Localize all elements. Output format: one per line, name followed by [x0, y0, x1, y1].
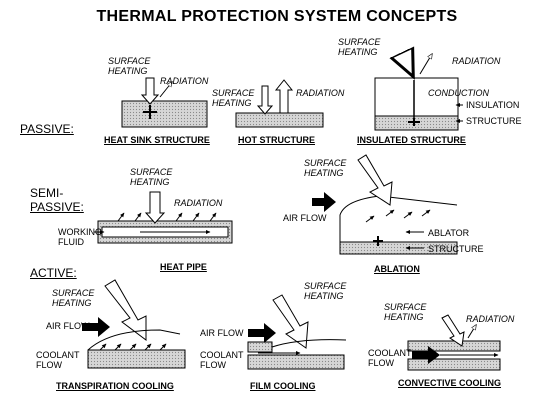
- convective-radiation-label: RADIATION: [466, 314, 515, 324]
- heat-sink-structure: [121, 77, 208, 128]
- hot-structure-caption: HOT STRUCTURE: [238, 135, 315, 145]
- insulated-surface-label-1: SURFACE: [338, 37, 381, 47]
- heating-arrow-icon: [140, 77, 160, 105]
- insulated-structure-label: STRUCTURE: [466, 116, 522, 126]
- page-title: THERMAL PROTECTION SYSTEM CONCEPTS: [96, 8, 458, 25]
- transpiration-coolant-label-1: COOLANT: [36, 350, 80, 360]
- heat-pipe-radiation-label: RADIATION: [174, 198, 223, 208]
- transpiration-surface-label-2: HEATING: [52, 298, 92, 308]
- hot-structure: [235, 79, 324, 128]
- film-coolant-label-2: FLOW: [200, 360, 226, 370]
- film-air-flow-label: AIR FLOW: [200, 328, 244, 338]
- insulated-caption: INSULATED STRUCTURE: [357, 135, 466, 145]
- insulated-insulation-label: INSULATION: [466, 100, 520, 110]
- film-surface-label-1: SURFACE: [304, 281, 347, 291]
- transpiration-cooling: [82, 279, 186, 369]
- heat-pipe: [94, 191, 233, 244]
- film-caption: FILM COOLING: [250, 381, 316, 391]
- convective-cooling: [407, 314, 501, 371]
- convective-coolant-label-2: FLOW: [368, 358, 394, 368]
- heat-pipe-fluid-label-2: FLUID: [58, 237, 85, 247]
- heat-pipe-fluid-label-1: WORKING: [58, 227, 102, 237]
- transpiration-caption: TRANSPIRATION COOLING: [56, 381, 174, 391]
- insulated-conduction-label: CONDUCTION: [428, 88, 489, 98]
- convective-caption: CONVECTIVE COOLING: [398, 378, 502, 388]
- film-cooling: [247, 294, 347, 370]
- hot-structure-radiation-label: RADIATION: [296, 88, 345, 98]
- convective-surface-label-2: HEATING: [384, 312, 424, 322]
- insulated-surface-label-2: HEATING: [338, 47, 378, 57]
- hot-structure-surface-label-1: SURFACE: [212, 88, 255, 98]
- insulated-radiation-label: RADIATION: [452, 56, 501, 66]
- ablation-caption: ABLATION: [374, 264, 420, 274]
- ablation-surface-label-1: SURFACE: [304, 158, 347, 168]
- heat-pipe-surface-label-2: HEATING: [130, 177, 170, 187]
- heat-sink-surface-label-2: HEATING: [108, 66, 148, 76]
- film-surface-label-2: HEATING: [304, 291, 344, 301]
- film-coolant-label-1: COOLANT: [200, 350, 244, 360]
- ablation: [312, 154, 458, 255]
- heat-pipe-surface-label-1: SURFACE: [130, 167, 173, 177]
- category-semi-passive-line2: PASSIVE:: [30, 200, 84, 214]
- heat-sink-surface-label-1: SURFACE: [108, 56, 151, 66]
- category-active: ACTIVE:: [30, 266, 77, 280]
- convective-surface-label-1: SURFACE: [384, 302, 427, 312]
- heat-pipe-caption: HEAT PIPE: [160, 262, 207, 272]
- heat-sink-radiation-label: RADIATION: [160, 76, 209, 86]
- air-flow-arrow-icon: [312, 192, 336, 212]
- ablation-air-flow-label: AIR FLOW: [283, 213, 327, 223]
- transpiration-surface-label-1: SURFACE: [52, 288, 95, 298]
- ablation-ablator-label: ABLATOR: [428, 228, 470, 238]
- category-semi-passive-line1: SEMI-: [30, 186, 64, 200]
- category-passive: PASSIVE:: [20, 122, 74, 136]
- hot-structure-surface-label-2: HEATING: [212, 98, 252, 108]
- ablation-structure-label: STRUCTURE: [428, 244, 484, 254]
- ablation-surface-label-2: HEATING: [304, 168, 344, 178]
- transpiration-air-flow-label: AIR FLOW: [46, 321, 90, 331]
- convective-coolant-label-1: COOLANT: [368, 348, 412, 358]
- insulated-structure: [374, 54, 463, 131]
- heat-sink-caption: HEAT SINK STRUCTURE: [104, 135, 210, 145]
- transpiration-coolant-label-2: FLOW: [36, 360, 62, 370]
